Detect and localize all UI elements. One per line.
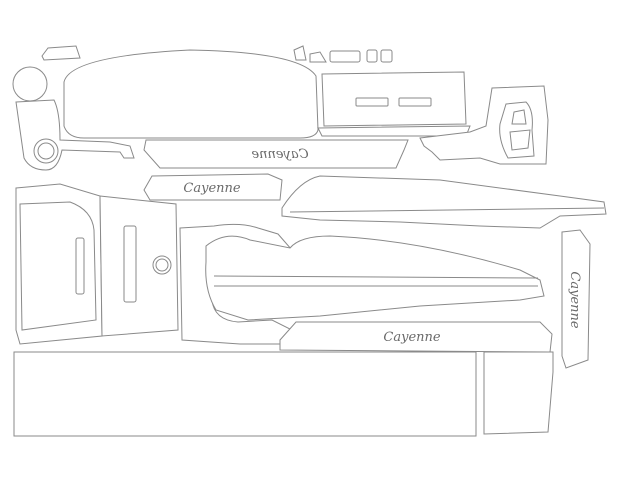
right-vent-inner [509,109,531,151]
cayenne-lettering-4: Cayenne [383,330,440,345]
cayenne-lettering-3: Cayenne [567,271,582,328]
right-dash-trim-piece [419,85,549,165]
center-console-panel [99,195,179,337]
console-slot [123,225,137,303]
cayenne-lettering-2: Cayenne [183,181,240,196]
right-vent-outline [499,101,535,159]
small-piece-5 [380,49,393,63]
small-tab-piece [41,45,81,61]
long-trim-strip [281,175,607,229]
dash-strip-lettered [143,139,409,169]
panel-slot-left [355,97,389,107]
panel-slot-right [398,97,432,107]
small-piece-2 [309,51,327,63]
console-knob-ring [152,255,172,275]
large-bottom-panel [13,351,477,437]
console-knob-inner [155,258,169,272]
left-vent-ring-inner [37,142,55,160]
center-control-panel [321,71,467,127]
long-strip-line [289,207,605,213]
instrument-cluster-piece [63,49,319,139]
left-door-panel [15,183,103,345]
right-bottom-panel [483,351,554,435]
right-vertical-badge-piece [561,229,591,369]
left-door-slot [75,237,85,295]
left-door-inner [19,201,97,331]
mid-strip-line-1 [213,275,539,279]
small-piece-1 [293,45,307,61]
round-gauge-piece [12,66,48,102]
cayenne-lettering-1: Cayenne [251,147,308,162]
mid-trim-strip [205,235,545,321]
small-piece-3 [329,50,361,63]
cayenne-badge-piece-1 [143,173,283,201]
small-piece-4 [366,49,378,63]
